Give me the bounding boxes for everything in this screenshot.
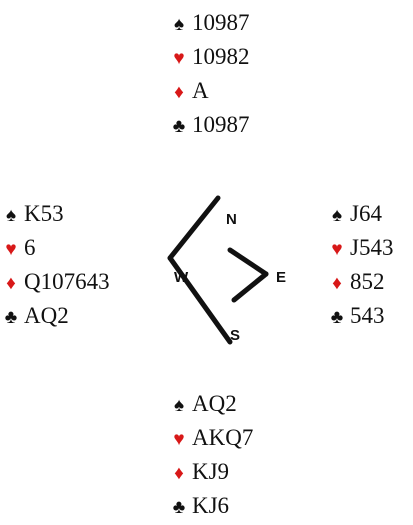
club-icon: ♣ — [172, 116, 186, 137]
compass-north-label: N — [226, 211, 237, 228]
south-clubs: ♣ KJ6 — [168, 489, 253, 523]
compass-diagram: N E S W — [167, 195, 286, 345]
compass-edge-west-south — [167, 255, 233, 345]
heart-icon: ♥ — [5, 239, 17, 260]
west-diamonds-cards: Q107643 — [24, 269, 110, 294]
west-diamonds: ♦ Q107643 — [0, 265, 110, 299]
diamond-icon: ♦ — [174, 82, 184, 103]
club-icon: ♣ — [172, 497, 186, 518]
west-hearts: ♥6 — [0, 231, 110, 265]
east-clubs-cards: 543 — [350, 303, 385, 328]
south-clubs-cards: KJ6 — [192, 493, 230, 518]
south-hearts: ♥ AKQ7 — [168, 421, 253, 455]
south-diamonds-cards: KJ9 — [192, 459, 230, 484]
compass-west-label: W — [174, 269, 189, 286]
spade-icon: ♠ — [173, 14, 185, 35]
east-hand: ♠ J64 ♥ J543 ♦ 852 ♣ 543 — [326, 197, 394, 333]
compass-east-label: E — [276, 269, 286, 286]
south-spades: ♠ AQ2 — [168, 387, 253, 421]
west-spades: ♠ K53 — [0, 197, 110, 231]
heart-icon: ♥ — [173, 48, 185, 69]
east-diamonds-cards: 852 — [350, 269, 385, 294]
south-diamonds: ♦ KJ9 — [168, 455, 253, 489]
compass-south-label: S — [230, 327, 240, 344]
club-icon: ♣ — [4, 307, 18, 328]
east-clubs: ♣ 543 — [326, 299, 393, 333]
spade-icon: ♠ — [173, 395, 185, 416]
north-spades-cards: 10987 — [192, 10, 250, 35]
south-hand: ♠ AQ2 ♥ AKQ7 ♦ KJ9 ♣ KJ6 — [168, 387, 254, 523]
compass-edge-north-east — [227, 247, 269, 277]
west-hearts-cards: 6 — [24, 235, 36, 260]
diamond-icon: ♦ — [6, 273, 16, 294]
compass-edge-north-west — [167, 195, 221, 261]
spade-icon: ♠ — [5, 205, 17, 226]
west-hand: ♠K53 ♥6 ♦Q107643 ♣AQ2 — [0, 197, 110, 333]
diamond-icon: ♦ — [174, 463, 184, 484]
west-clubs: ♣ AQ2 — [0, 299, 110, 333]
west-spades-cards: K53 — [24, 201, 64, 226]
south-hearts-cards: AKQ7 — [192, 425, 254, 450]
spade-icon: ♠ — [331, 205, 343, 226]
diamond-icon: ♦ — [332, 273, 342, 294]
south-spades-cards: AQ2 — [192, 391, 237, 416]
north-spades: ♠ 10987 — [168, 6, 250, 40]
east-spades-cards: J64 — [350, 201, 382, 226]
north-diamonds: ♦A — [168, 74, 250, 108]
north-diamonds-cards: A — [192, 78, 209, 103]
west-clubs-cards: AQ2 — [24, 303, 69, 328]
east-spades: ♠ J64 — [326, 197, 393, 231]
north-hearts-cards: 10982 — [192, 44, 250, 69]
east-diamonds: ♦ 852 — [326, 265, 393, 299]
east-hearts-cards: J543 — [350, 235, 394, 260]
north-hearts: ♥ 10982 — [168, 40, 250, 74]
compass-edge-east-south — [231, 271, 269, 303]
north-clubs: ♣ 10987 — [168, 108, 250, 142]
heart-icon: ♥ — [173, 429, 185, 450]
north-clubs-cards: 10987 — [192, 112, 250, 137]
club-icon: ♣ — [330, 307, 344, 328]
heart-icon: ♥ — [331, 239, 343, 260]
north-hand: ♠10987 ♥10982 ♦A ♣10987 — [168, 6, 250, 142]
east-hearts: ♥ J543 — [326, 231, 393, 265]
